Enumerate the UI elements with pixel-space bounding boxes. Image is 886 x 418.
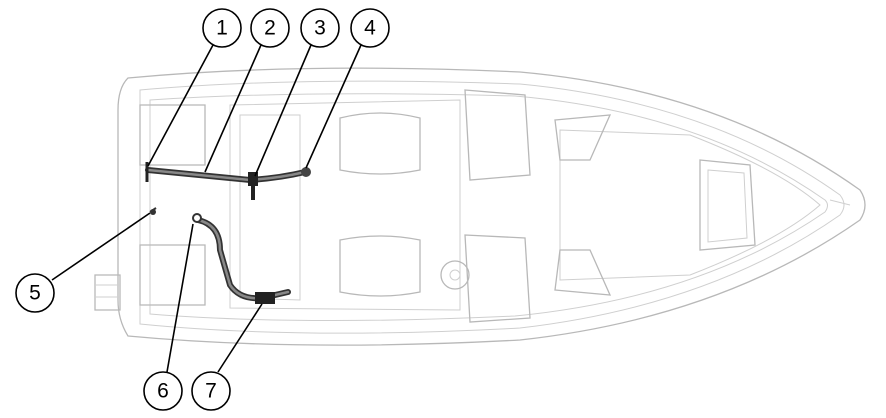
lower-hose (192, 213, 291, 304)
callout-label: 2 (264, 17, 276, 40)
drain-fitting (149, 207, 157, 215)
callout-5: 5 (15, 273, 55, 313)
boat-hull (94, 67, 866, 346)
hose-valve (255, 292, 275, 304)
callout-label: 1 (216, 17, 228, 40)
hose-fitting (248, 172, 258, 186)
callout-1: 1 (202, 8, 242, 48)
callout-4: 4 (350, 8, 390, 48)
leader-lines (51, 44, 362, 373)
callout-3: 3 (300, 8, 340, 48)
callout-6: 6 (143, 371, 183, 411)
upper-hose (145, 162, 311, 200)
callout-label: 6 (157, 380, 169, 403)
callout-7: 7 (191, 371, 231, 411)
callout-label: 3 (314, 17, 326, 40)
callout-label: 7 (205, 380, 217, 403)
callout-label: 5 (29, 282, 41, 305)
callout-2: 2 (250, 8, 290, 48)
callout-label: 4 (364, 17, 376, 40)
